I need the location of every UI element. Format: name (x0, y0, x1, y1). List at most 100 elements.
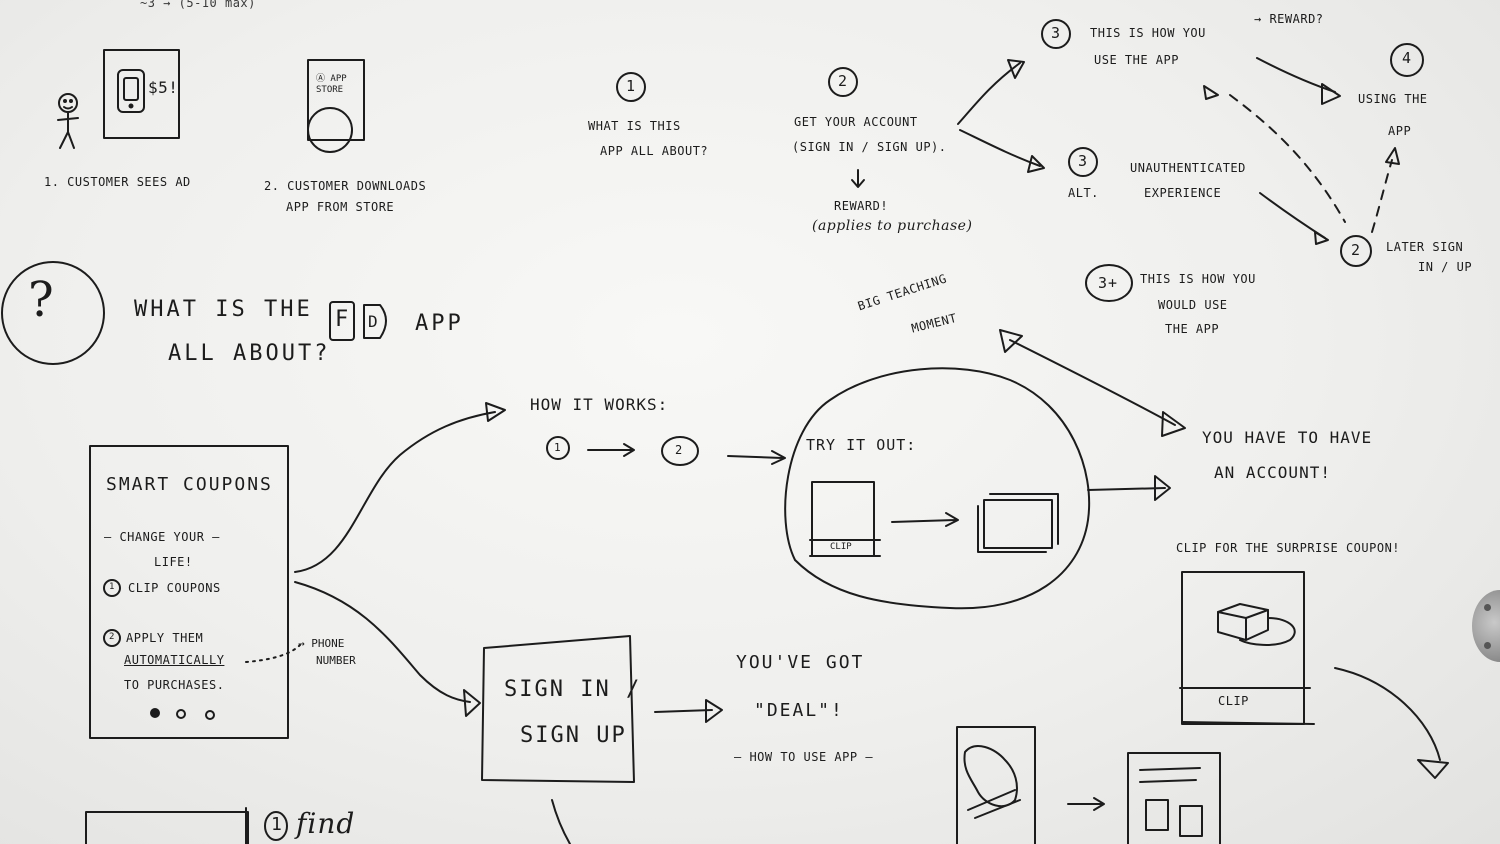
bottom-left-box (85, 811, 249, 844)
store-panel (307, 59, 365, 141)
phone-number-note1: → PHONE (298, 637, 345, 650)
hiw-arrow (587, 443, 635, 457)
teaching-arrowhead-bottom (1161, 411, 1186, 437)
phone-step2b: AUTOMATICALLY (124, 653, 225, 667)
step3alt-number: 3 (1078, 152, 1089, 170)
step4-line2: APP (1388, 124, 1412, 138)
bottom-phone-sketch (956, 726, 1036, 844)
surprise-arrowhead (1417, 759, 1449, 779)
phone-step2a: APPLY THEM (126, 631, 204, 645)
bottom-right-sketch (1127, 752, 1221, 844)
hiw-number1: 1 (554, 441, 561, 454)
signin-line1: SIGN IN / (504, 677, 642, 702)
phone-step1-number: 1 (109, 582, 115, 592)
account-line1: YOU HAVE TO HAVE (1202, 428, 1373, 447)
title-line2: ALL ABOUT? (168, 341, 331, 366)
stick-figure-icon (57, 93, 79, 149)
phone-tagline2: LIFE! (154, 555, 193, 569)
step3plus-line3: THE APP (1165, 322, 1220, 336)
card-stack-icon (977, 493, 1059, 553)
account-line2: AN ACCOUNT! (1214, 463, 1331, 482)
arrowhead-signin (463, 689, 481, 717)
curve-to-how-it-works (294, 411, 496, 573)
surprise-coupon-card (1181, 571, 1305, 725)
find-label: find (296, 807, 356, 840)
step1-number: 1 (626, 77, 637, 95)
teaching-arrow (1009, 339, 1176, 426)
try-it-out: TRY IT OUT: (806, 436, 917, 454)
question-mark-icon: ? (28, 272, 55, 328)
later-number: 2 (1351, 241, 1362, 259)
phone-number-dotted (245, 644, 301, 663)
bottom-right-card1 (1145, 799, 1169, 831)
bubble-to-account-arrow (1087, 487, 1166, 491)
step2-line1: GET YOUR ACCOUNT (794, 115, 918, 129)
step1-caption: 1. CUSTOMER SEES AD (44, 175, 191, 189)
phone-number-note2: NUMBER (316, 654, 356, 667)
step3-number: 3 (1051, 24, 1062, 42)
hiw-to-try-arrow (727, 450, 786, 465)
step2-caption-line2: APP FROM STORE (286, 200, 395, 214)
title-f: F (335, 307, 352, 332)
step3-reward: → REWARD? (1254, 12, 1324, 26)
step3plus-line2: WOULD USE (1158, 298, 1228, 312)
ad-price: $5! (148, 78, 179, 97)
surprise-curve-arrow (1334, 667, 1441, 761)
coupon-box-icon (1217, 603, 1296, 646)
step4-circle (1390, 43, 1424, 77)
curve-to-signin (294, 581, 471, 703)
signin-to-deal-arrow (654, 709, 713, 713)
hiw-circle2 (661, 436, 699, 466)
phone-tagline1: – CHANGE YOUR – (104, 530, 220, 544)
find-circle (264, 811, 288, 841)
step3plus-circle (1085, 264, 1133, 302)
bottom-phone-lines (967, 789, 1021, 819)
hiw-number2: 2 (675, 443, 683, 457)
try-clip-bar (809, 539, 881, 557)
surprise-card-bar (1179, 687, 1315, 725)
step1-circle (616, 72, 646, 102)
step2-number: 2 (838, 72, 849, 90)
store-panel-circle (307, 107, 353, 153)
step3plus-number: 3+ (1098, 274, 1119, 292)
title-part1: WHAT IS THE (134, 297, 313, 322)
reward-arrow (851, 169, 865, 188)
try-it-out-bubble (784, 367, 1091, 610)
later-line2: IN / UP (1418, 260, 1473, 274)
bottom-arrow (1067, 797, 1105, 811)
phone-step2-circle (103, 629, 121, 647)
phone-icon (117, 69, 145, 113)
arrowhead-how (485, 402, 506, 422)
phone-step2-number: 2 (109, 632, 115, 642)
bottom-right-lines (1139, 767, 1201, 783)
step1-line1: WHAT IS THIS (588, 119, 681, 133)
step3alt-line2: EXPERIENCE (1144, 186, 1222, 200)
question-circle (1, 261, 105, 365)
step3alt-tag: ALT. (1068, 186, 1099, 200)
fd-logo-icon (329, 301, 387, 341)
later-circle (1340, 235, 1372, 267)
deal-line3: – HOW TO USE APP – (734, 750, 874, 764)
title-d: D (368, 312, 379, 331)
deal-line1: YOU'VE GOT (736, 652, 865, 673)
step3alt-line1: UNAUTHENTICATED (1130, 161, 1246, 175)
deal-line2: "DEAL"! (754, 700, 844, 721)
bottom-phone-scribble (963, 745, 1018, 808)
surprise-label: CLIP FOR THE SURPRISE COUPON! (1176, 541, 1401, 555)
clip-button: CLIP (1218, 694, 1249, 708)
step2-line2: (SIGN IN / SIGN UP). (792, 140, 947, 154)
phone-step1: CLIP COUPONS (128, 581, 221, 595)
find-number: 1 (271, 814, 283, 835)
reward-label: REWARD! (834, 199, 889, 213)
storyboard-counter: ~3 → (5-10 max) (140, 0, 256, 10)
step3plus-line1: THIS IS HOW YOU (1140, 272, 1256, 286)
signin-line2: SIGN UP (520, 723, 627, 748)
deal-arrowhead (705, 699, 723, 723)
bottom-right-card2 (1179, 805, 1203, 837)
step3alt-circle (1068, 147, 1098, 177)
bubble-arrowhead (1154, 475, 1171, 501)
pager-dots (150, 708, 215, 720)
step4-line1: USING THE (1358, 92, 1428, 106)
